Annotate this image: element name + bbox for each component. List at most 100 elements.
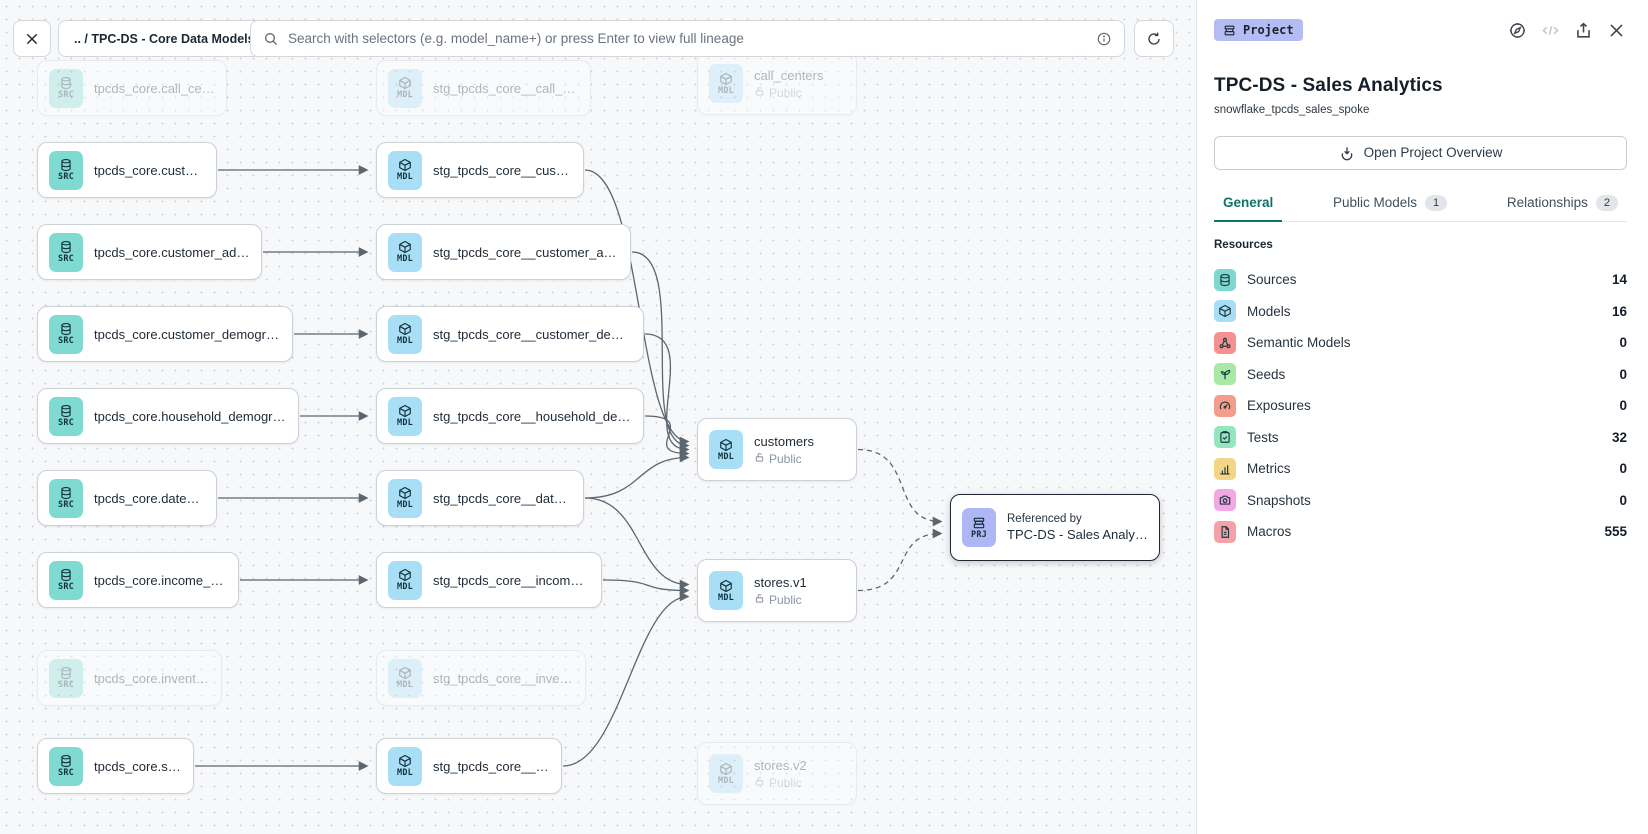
edge-mdl_date_dim-to-pub_stores_v1: [584, 497, 690, 590]
search-bar[interactable]: [250, 20, 1125, 57]
node-label: tpcds_core.customer_address: [94, 244, 250, 260]
source-icon: SRC: [49, 478, 83, 518]
edge-pub_stores_v1-to-prj_sales_analytics: [857, 528, 943, 592]
database-icon: [1214, 268, 1236, 291]
edge-mdl_income_band-to-pub_stores_v1: [602, 579, 690, 596]
source-icon: SRC: [49, 68, 83, 108]
node-src_date_dim[interactable]: SRC tpcds_core.date_dim: [37, 470, 217, 526]
semantic-icon: [1214, 331, 1236, 354]
info-icon[interactable]: [1096, 31, 1112, 47]
node-mdl_customer_demographics[interactable]: MDLstg_tpcds_core__customer_demogra...: [376, 306, 644, 362]
model-icon: MDL: [709, 64, 743, 103]
docs-icon: [1341, 146, 1352, 160]
edge-mdl_customer_address-to-pub_customers: [631, 251, 690, 451]
node-label: stg_tpcds_core__call_center: [433, 80, 579, 96]
node-mdl_call_center[interactable]: MDL stg_tpcds_core__call_center: [376, 60, 591, 116]
tab-general[interactable]: General: [1214, 195, 1283, 222]
model-icon: MDL: [388, 232, 422, 272]
open-project-overview-button[interactable]: Open Project Overview: [1214, 135, 1627, 170]
refresh-lineage-button[interactable]: [1134, 20, 1174, 57]
clipboard-icon: [1214, 426, 1236, 448]
model-icon: MDL: [388, 560, 422, 600]
node-pretitle: Referenced by: [1007, 513, 1082, 525]
explore-icon-button[interactable]: [1508, 20, 1528, 40]
resource-label: Seeds: [1247, 366, 1286, 382]
close-icon-button[interactable]: [1607, 20, 1627, 40]
resource-count: 0: [1619, 398, 1627, 413]
node-access: Public: [754, 452, 845, 466]
model-icon: MDL: [388, 68, 422, 108]
edge-mdl_date_dim-to-pub_customers: [584, 452, 690, 499]
node-access: Public: [754, 776, 845, 790]
search-icon: [265, 32, 278, 45]
source-icon: SRC: [49, 150, 83, 190]
node-access: Public: [754, 86, 845, 100]
tab-count-badge: 2: [1595, 194, 1618, 211]
resource-row-snapshots[interactable]: Snapshots 0: [1214, 489, 1627, 511]
node-label: stg_tpcds_core__customer: [433, 162, 572, 178]
project-subtitle: snowflake_tpcds_sales_spoke: [1214, 103, 1370, 116]
model-icon: MDL: [709, 430, 743, 469]
node-label: stg_tpcds_core__customer_address: [433, 244, 619, 260]
resource-label: Macros: [1247, 524, 1292, 539]
search-input[interactable]: [288, 31, 1087, 46]
unlock-icon: [754, 86, 765, 100]
resource-count: 0: [1619, 461, 1627, 476]
node-mdl_household_demographics[interactable]: MDLstg_tpcds_core__household_demogr...: [376, 388, 644, 444]
node-label: tpcds_core.date_dim: [94, 490, 205, 506]
seed-icon: [1214, 363, 1236, 385]
close-icon: [26, 33, 38, 44]
breadcrumb[interactable]: .. / TPC-DS - Core Data Models: [58, 20, 271, 57]
resource-label: Snapshots: [1247, 492, 1311, 508]
resource-row-metrics[interactable]: Metrics 0: [1214, 457, 1627, 480]
close-lineage-button[interactable]: [13, 20, 51, 57]
edge-mdl_store-to-pub_stores_v1: [562, 591, 690, 767]
node-label: stg_tpcds_core__store: [433, 758, 550, 774]
bars-icon: [1214, 457, 1236, 480]
resource-label: Models: [1247, 303, 1291, 319]
resource-label: Tests: [1247, 429, 1279, 445]
file-icon: [1214, 520, 1236, 543]
resource-count: 0: [1619, 492, 1627, 508]
source-icon: SRC: [49, 746, 83, 786]
resource-label: Metrics: [1247, 461, 1291, 476]
edge-mdl_customer_demographics-to-pub_customers: [644, 333, 690, 455]
refresh-icon: [1148, 32, 1160, 45]
source-icon: SRC: [49, 396, 83, 436]
share-icon-button[interactable]: [1574, 20, 1594, 40]
node-mdl_customer_address[interactable]: MDL stg_tpcds_core__customer_address: [376, 224, 631, 280]
model-icon: MDL: [388, 478, 422, 518]
node-label: stores.v1: [754, 574, 807, 590]
node-label: customers: [754, 433, 814, 449]
